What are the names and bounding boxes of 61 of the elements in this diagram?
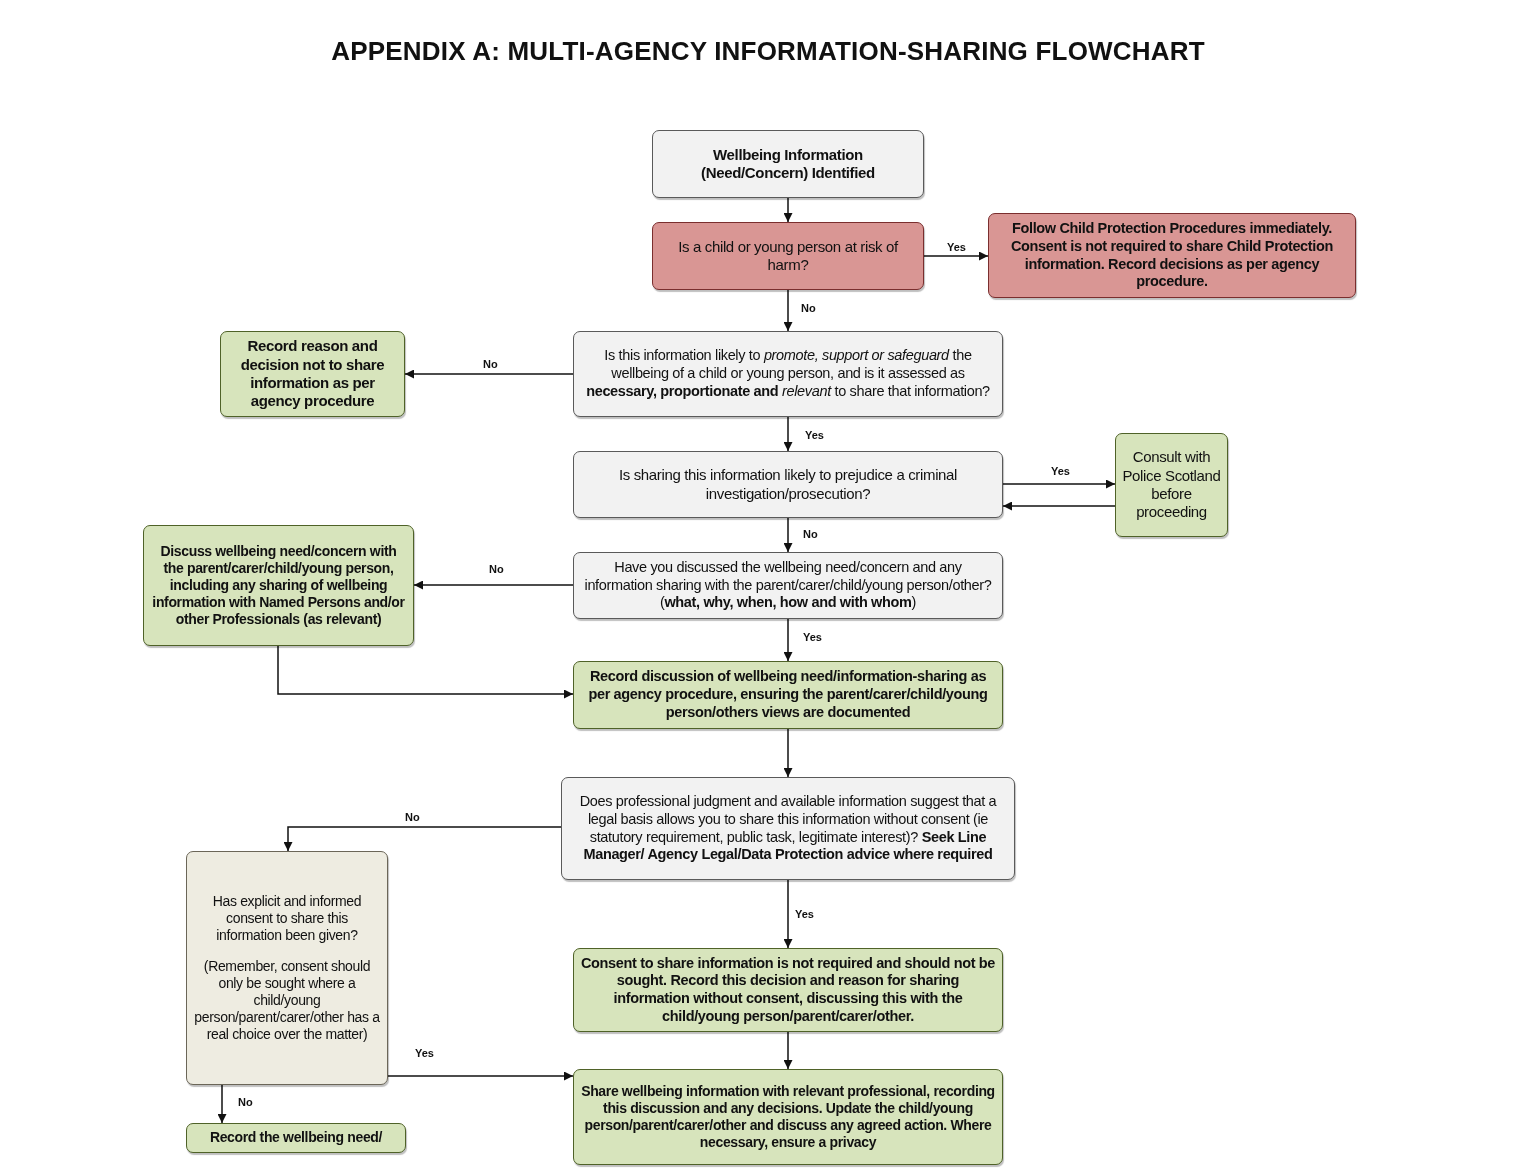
box-text: Share wellbeing information with relevant professional, recording this discussion and any decisions. Update the child/young person/parent/carer/other and discuss any agreed action. Where necessary, ensure a privacy — [580, 1082, 996, 1152]
arrow — [283, 826, 562, 852]
edge-label: Yes — [414, 1047, 435, 1060]
process-box — [573, 552, 1003, 619]
arrow — [404, 369, 574, 379]
process-box — [143, 525, 414, 646]
box-text: Wellbeing Information (Need/Concern) Identified — [700, 145, 876, 183]
arrow — [783, 517, 793, 553]
arrow — [783, 879, 793, 949]
box-text: Have you discussed the wellbeing need/concern and any information sharing with the parent/carer/child/young person/other? (what, why, when, how and with whom) — [583, 558, 993, 613]
arrow — [783, 416, 793, 452]
process-box — [573, 451, 1003, 518]
process-box — [1115, 433, 1228, 537]
arrow — [923, 251, 989, 261]
process-box — [186, 851, 388, 1085]
edge-label: No — [800, 302, 817, 315]
box-text: Record discussion of wellbeing need/information-sharing as per agency procedure, ensuring the parent/carer/child/young person/others views are documented — [587, 668, 989, 722]
edge-label: No — [488, 563, 505, 576]
process-box — [220, 331, 405, 417]
edge-label: Yes — [804, 429, 825, 442]
edge-label: No — [404, 811, 421, 824]
arrow — [783, 289, 793, 332]
box-text: Consent to share information is not required and should not be sought. Record this decision and reason for sharing information without consent, discussing this with the child/young person/parent/carer/other. — [579, 954, 997, 1026]
box-text: Consult with Police Scotland before proceeding — [1121, 448, 1222, 522]
edge-label: Yes — [946, 241, 967, 254]
box-text: Discuss wellbeing need/concern with the parent/carer/child/young person, including any sharing of wellbeing information with Named Persons and/or other Professionals (as relevant) — [151, 542, 406, 629]
process-box — [573, 331, 1003, 417]
arrow — [413, 580, 574, 590]
edge-label: No — [237, 1096, 254, 1109]
box-text: Does professional judgment and available information suggest that a legal basis allows you to share this information without consent (ie statutory requirement, public task, legitimate interest)? Seek Line Manager/ Agency Legal/Data Protection advice where required — [578, 793, 998, 864]
process-box — [652, 222, 924, 290]
box-text: Is sharing this information likely to prejudice a criminal investigation/prosecution? — [617, 466, 959, 503]
arrow — [217, 1084, 227, 1124]
edge-label: No — [482, 358, 499, 371]
arrow — [277, 645, 574, 699]
arrow — [1002, 501, 1116, 511]
title: APPENDIX A: MULTI-AGENCY INFORMATION-SHARING FLOWCHART — [330, 36, 1206, 67]
box-text: Follow Child Protection Procedures immediately. Consent is not required to share Child Protection information. Record decisions as per agency procedure. — [1010, 220, 1334, 291]
edge-label: Yes — [794, 908, 815, 921]
edge-label: No — [802, 528, 819, 541]
arrow — [783, 618, 793, 662]
process-box — [573, 948, 1003, 1032]
box-text: Has explicit and informed consent to share this information been given? — [211, 892, 363, 944]
process-box — [561, 777, 1015, 880]
process-box — [573, 1069, 1003, 1165]
process-box — [988, 213, 1356, 298]
process-box — [573, 661, 1003, 729]
box-text: Record reason and decision not to share information as per agency procedure — [239, 337, 386, 411]
edge-label: Yes — [802, 631, 823, 644]
arrow — [387, 1071, 574, 1081]
arrow — [783, 1031, 793, 1070]
process-box — [652, 130, 924, 198]
box-text: (Remember, consent should only be sought where a child/young person/parent/carer/other has a real choice over the matter) — [193, 957, 381, 1044]
box-text: Record the wellbeing need/ — [209, 1129, 383, 1147]
process-box — [186, 1123, 406, 1153]
arrow — [1002, 479, 1116, 489]
box-text: Is a child or young person at risk of harm? — [677, 237, 900, 275]
arrow — [783, 728, 793, 778]
box-text: Is this information likely to promote, support or safeguard the wellbeing of a child or young person, and is it assessed as necessary, proportionate and relevant to share that information? — [585, 347, 991, 401]
edge-label: Yes — [1050, 465, 1071, 478]
arrow — [783, 197, 793, 223]
